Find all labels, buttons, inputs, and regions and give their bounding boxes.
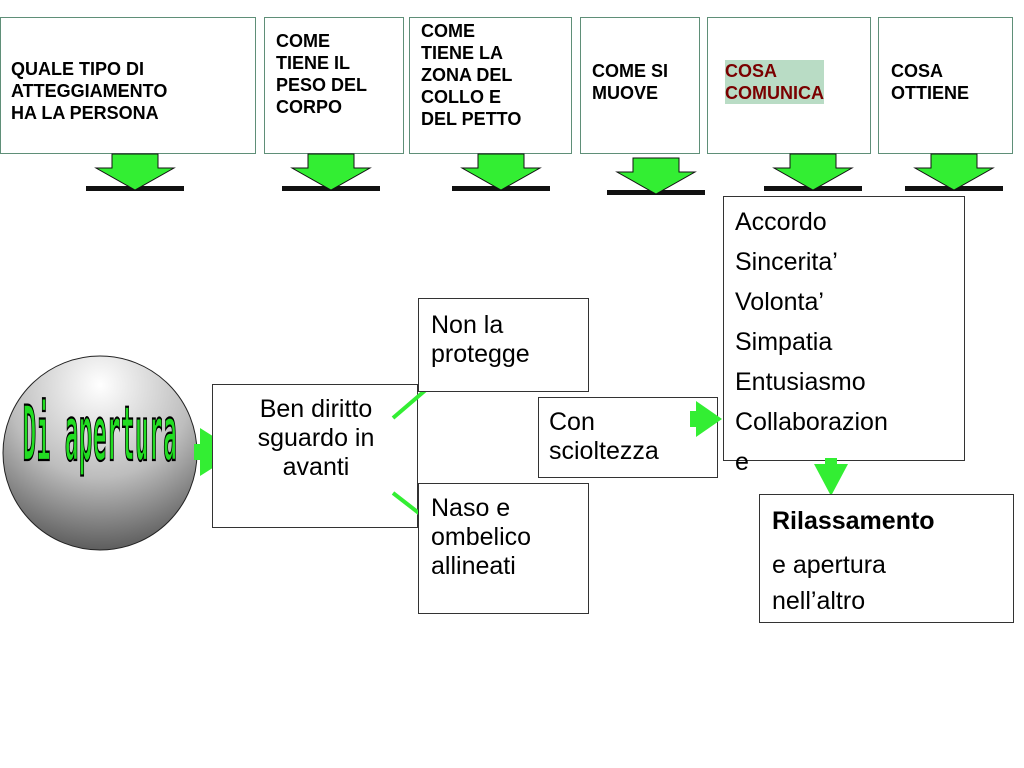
header-weight-text: COME TIENE IL PESO DEL CORPO xyxy=(276,31,368,117)
result-box: Rilassamento e apertura nell’altro xyxy=(759,494,1014,623)
posture-box: Ben diritto sguardo in avanti xyxy=(212,384,418,528)
communicates-item: Sincerita’ xyxy=(735,248,838,276)
communicates-item: Accordo xyxy=(735,208,827,236)
circle-label-text: Di apertura xyxy=(23,391,178,479)
aligned-text: Naso e ombelico allineati xyxy=(431,494,532,580)
communicates-item: Collaborazion xyxy=(735,408,888,436)
posture-text: Ben diritto sguardo in avanti xyxy=(257,395,375,481)
header-attitude-text: QUALE TIPO DI ATTEGGIAMENTO HA LA PERSON… xyxy=(11,59,168,123)
header-communicates: COSA COMUNICA xyxy=(707,17,871,154)
right-arrow-icon xyxy=(690,401,722,437)
down-arrow-icon xyxy=(764,153,862,191)
aligned-box: Naso e ombelico allineati xyxy=(418,483,589,614)
ease-box: Con scioltezza xyxy=(538,397,718,478)
down-arrow-icon xyxy=(814,458,848,496)
communicates-box: Accordo Sincerita’ Volonta’ Simpatia Ent… xyxy=(723,196,965,476)
circle-label: Di apertura xyxy=(22,390,178,479)
header-weight: COME TIENE IL PESO DEL CORPO xyxy=(264,17,404,154)
down-arrow-icon xyxy=(607,157,705,195)
communicates-item: Simpatia xyxy=(735,328,833,356)
result-text: e apertura nell’altro xyxy=(772,551,886,615)
header-neck: COME TIENE LA ZONA DEL COLLO E DEL PETTO xyxy=(409,17,572,154)
not-protect-text: Non la protegge xyxy=(431,311,530,368)
header-obtains: COSA OTTIENE xyxy=(878,17,1013,154)
down-arrow-icon xyxy=(905,153,1003,191)
down-arrow-icon xyxy=(452,153,550,191)
header-attitude: QUALE TIPO DI ATTEGGIAMENTO HA LA PERSON… xyxy=(0,17,256,154)
down-arrow-icon xyxy=(86,153,184,191)
communicates-item: Entusiasmo xyxy=(735,368,866,396)
header-neck-text: COME TIENE LA ZONA DEL COLLO E DEL PETTO xyxy=(421,21,522,129)
result-bold: Rilassamento xyxy=(772,507,935,535)
header-obtains-text: COSA OTTIENE xyxy=(891,61,970,103)
header-communicates-text: COSA COMUNICA xyxy=(725,60,824,104)
communicates-item: Volonta’ xyxy=(735,288,824,316)
down-arrow-icon xyxy=(282,153,380,191)
header-moves-text: COME SI MUOVE xyxy=(592,61,669,103)
communicates-item: e xyxy=(735,448,749,476)
ease-text: Con scioltezza xyxy=(549,408,659,465)
header-moves: COME SI MUOVE xyxy=(580,17,700,154)
not-protect-box: Non la protegge xyxy=(418,298,589,392)
